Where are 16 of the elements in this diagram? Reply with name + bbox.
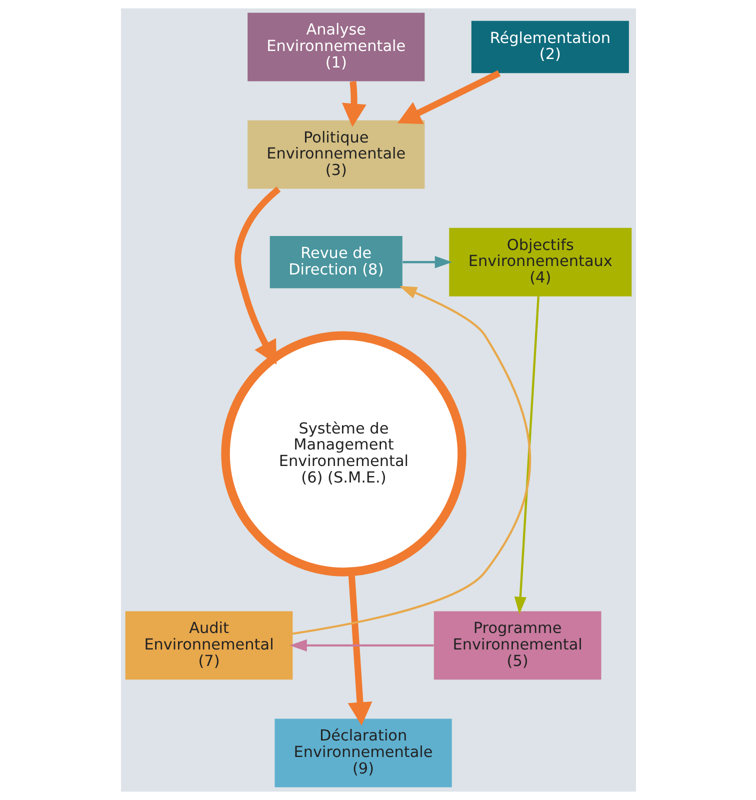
node-box: Revue de Direction (8) — [269, 236, 402, 288]
node-box: Programme Environnemental (5) — [433, 611, 601, 680]
arrow — [341, 81, 366, 127]
node-box: Politique Environnementale (3) — [247, 120, 424, 189]
node-box: Audit Environnemental (7) — [124, 611, 292, 680]
node-circle: Système de Management Environnemental (6) (S.M.E.) — [220, 331, 466, 576]
node-box: Déclaration Environnementale (9) — [274, 718, 452, 788]
node-box: Analyse Environnementale (1) — [247, 12, 424, 82]
arrow — [514, 296, 539, 614]
node-box: Réglementation (2) — [470, 20, 628, 74]
arrow — [292, 286, 530, 635]
arrow — [396, 70, 500, 124]
arrow — [288, 639, 434, 652]
node-box: Objectifs Environnementaux (4) — [448, 228, 632, 296]
arrow — [402, 256, 452, 268]
arrow — [234, 186, 280, 364]
